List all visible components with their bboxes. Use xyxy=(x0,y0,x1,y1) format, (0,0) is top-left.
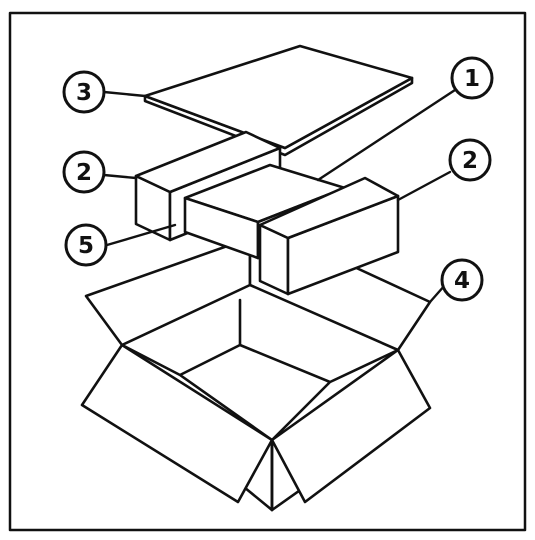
leader-3 xyxy=(104,92,145,96)
callout-3-label: 3 xyxy=(76,80,92,106)
callout-1-label: 1 xyxy=(464,66,480,92)
box-flap-front-left xyxy=(82,345,272,502)
callout-3: 3 xyxy=(64,72,104,112)
box-interior-back-edge xyxy=(180,345,330,382)
callout-2-right-label: 2 xyxy=(462,148,478,174)
callout-2-left: 2 xyxy=(64,152,104,192)
callout-4-label: 4 xyxy=(454,268,470,294)
callout-4: 4 xyxy=(442,260,482,300)
callout-5-label: 5 xyxy=(78,233,94,259)
top-cushion-pad xyxy=(145,46,412,155)
leader-2a xyxy=(104,175,136,178)
callout-1: 1 xyxy=(452,58,492,98)
shipping-box xyxy=(82,238,430,510)
box-flap-back-left xyxy=(86,238,250,345)
pad-top xyxy=(145,46,412,148)
callout-2-right: 2 xyxy=(450,140,490,180)
callout-2-left-label: 2 xyxy=(76,160,92,186)
callout-5: 5 xyxy=(66,225,106,265)
leader-2b xyxy=(398,172,450,200)
